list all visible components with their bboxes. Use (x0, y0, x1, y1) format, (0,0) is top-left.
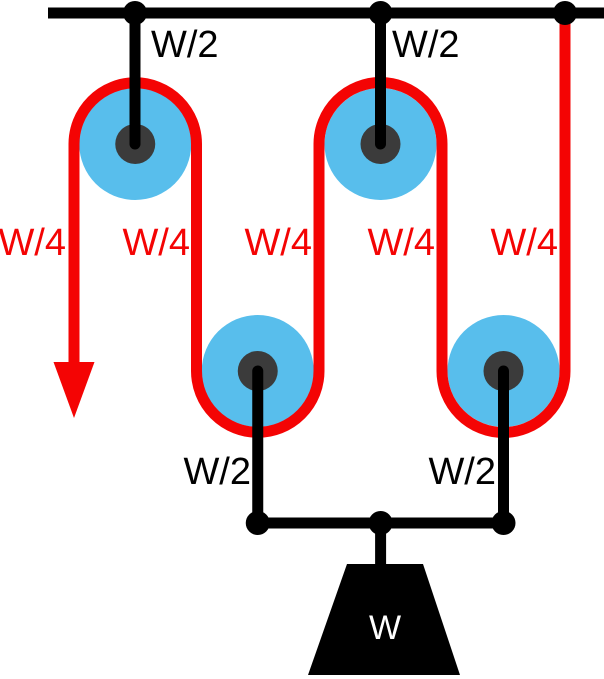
weight-block (308, 564, 460, 675)
tension-label-ceiling-right: W/2 (392, 24, 460, 66)
tension-label-w4-5: W/4 (490, 222, 558, 264)
tension-label-w4-4: W/4 (367, 222, 435, 264)
ceiling-anchor-right (553, 1, 577, 25)
ceiling-anchor-middle (368, 1, 393, 25)
red-rope (68, 16, 571, 438)
weight-label: W (368, 609, 402, 647)
bar-anchor-middle (368, 511, 393, 535)
tension-label-w4-1: W/4 (0, 222, 66, 264)
tension-label-ceiling-left: W/2 (151, 24, 219, 66)
bar-anchor-right (491, 511, 516, 535)
bar-anchor-left (245, 511, 270, 535)
down-arrow-icon (53, 362, 95, 418)
tension-label-lower-right: W/2 (428, 451, 496, 493)
ceiling-anchor-left (123, 1, 147, 25)
anchor-dots (123, 1, 577, 535)
tension-label-w4-2: W/4 (122, 222, 190, 264)
tension-label-w4-3: W/4 (244, 222, 312, 264)
tension-label-lower-left: W/2 (183, 451, 251, 493)
